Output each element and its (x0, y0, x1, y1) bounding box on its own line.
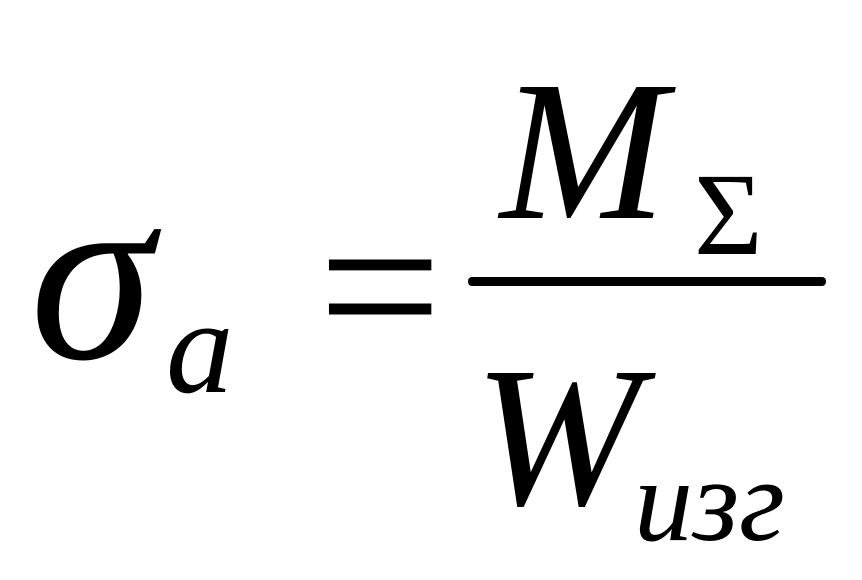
denominator-subscript: изг (634, 435, 786, 566)
sigma-symbol: σ (30, 136, 154, 413)
denominator-symbol: W (474, 327, 641, 548)
numerator-symbol: M (500, 41, 667, 262)
numerator-subscript: Σ (694, 149, 763, 280)
sigma-subscript: a (166, 273, 234, 422)
equals-sign: = (318, 164, 443, 408)
fraction-bar (468, 277, 826, 286)
